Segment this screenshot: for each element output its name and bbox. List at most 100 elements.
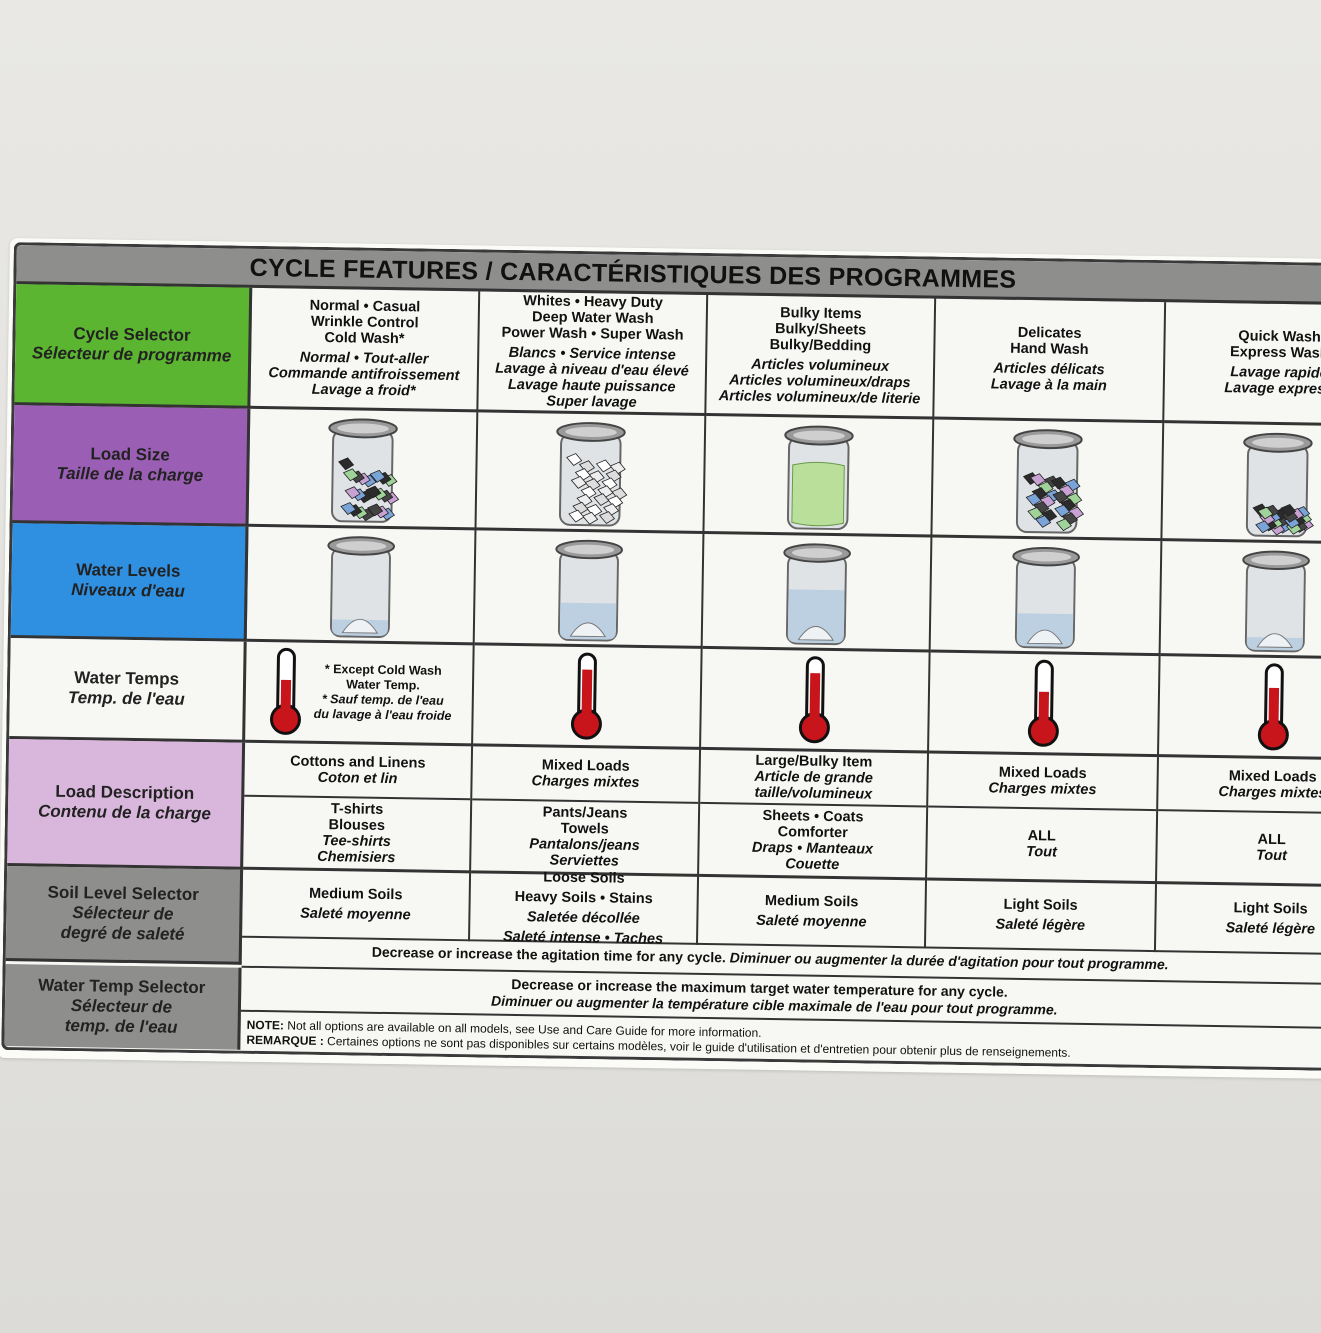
note-label: NOTE:: [246, 1017, 285, 1033]
clothing-piece: [1050, 476, 1067, 490]
clothing-piece: [1052, 490, 1069, 504]
text-line: Articles délicats: [993, 360, 1105, 379]
text-line: Saleté moyenne: [756, 912, 867, 931]
text-line: Saleté moyenne: [300, 905, 411, 924]
text-line: Loose Soils: [543, 869, 625, 887]
label-fr: Sélecteur de: [72, 903, 174, 924]
clothing-piece: [568, 509, 585, 523]
text-line: Delicates: [1017, 324, 1082, 342]
label-en: Load Description: [55, 781, 195, 803]
label-fr: degré de saleté: [60, 922, 185, 944]
text-line: Power Wash • Super Wash: [501, 324, 684, 344]
clothing-piece: [338, 457, 355, 471]
text-line: Serviettes: [549, 852, 620, 870]
temperature-fill: [809, 673, 821, 730]
temperature-fill: [280, 679, 292, 722]
load-size-cell: [932, 419, 1165, 542]
label-fr: Sélecteur de programme: [31, 343, 232, 366]
text-line: Light Soils: [1003, 896, 1078, 914]
text-line: Super lavage: [546, 393, 637, 411]
text-line: Deep Water Wash: [531, 309, 654, 328]
clothing-piece: [598, 511, 616, 524]
remarque-label: REMARQUE :: [246, 1032, 324, 1049]
bulky-load: [791, 461, 845, 527]
clothing-piece: [1029, 473, 1046, 487]
thermometer-icon: [1257, 663, 1289, 751]
clothing-piece: [593, 493, 610, 507]
temperature-fill: [1268, 687, 1280, 737]
water-level-cell: [474, 530, 705, 649]
water-temp-cell: [929, 652, 1161, 758]
text-line: Tout: [1255, 847, 1288, 865]
text-line: Lavage a froid*: [311, 381, 416, 400]
washer-tub-icon: [555, 539, 623, 642]
clothing-piece: [369, 469, 386, 483]
text-line: Charges mixtes: [988, 780, 1097, 799]
washer-tub-icon: [327, 536, 395, 638]
clothing-piece: [1257, 506, 1274, 520]
label-fr: Contenu de la charge: [37, 801, 212, 824]
agitator: [1256, 633, 1293, 648]
water-fill: [787, 589, 845, 644]
water-level-cell: [246, 526, 477, 646]
water-level-cell: [1160, 541, 1321, 660]
text-line: Saleté intense • Taches: [502, 928, 664, 948]
clothing-piece: [1280, 503, 1297, 517]
label-en: Water Temp Selector: [38, 975, 206, 998]
washer-tub-icon: [1013, 429, 1085, 534]
water-level-cell: [930, 537, 1163, 657]
clothing-piece: [1025, 493, 1042, 506]
label-en: Water Levels: [76, 560, 181, 581]
agitation-fr: Diminuer ou augmenter la durée d'agitati…: [729, 949, 1169, 973]
washer-tub-icon: [1242, 550, 1310, 653]
clothing-piece: [1255, 520, 1272, 534]
text-line: Express Wash: [1229, 344, 1321, 362]
label-en: Water Temps: [74, 668, 180, 689]
text-line: Bulky/Bedding: [769, 336, 872, 355]
temperature-fill: [581, 669, 593, 727]
label-fr: Niveaux d'eau: [71, 580, 185, 601]
text-line: Quick Wash: [1238, 328, 1321, 346]
label-fr: Sélecteur de: [70, 996, 173, 1017]
label-fr: Taille de la charge: [56, 463, 204, 485]
label-en: Soil Level Selector: [47, 882, 199, 905]
text-line: Medium Soils: [764, 892, 859, 911]
text-line: Coton et lin: [317, 769, 398, 788]
text-line: Saletée décollée: [526, 909, 640, 927]
agitator: [797, 625, 835, 641]
temperature-fill: [1038, 691, 1049, 734]
text-line: Commande antifroissement: [268, 365, 460, 385]
cycle-features-label: CYCLE FEATURES / CARACTÉRISTIQUES DES PR…: [0, 238, 1321, 1080]
washer-tub-icon: [783, 543, 851, 646]
text-line: Articles volumineux/de literie: [718, 388, 921, 408]
clothing-piece: [1055, 518, 1072, 532]
text-line: Bulky Items: [780, 305, 862, 323]
text-line: Saleté légère: [995, 916, 1086, 934]
label-fr: Temp. de l'eau: [67, 687, 185, 709]
water-temp-cell: [473, 645, 703, 750]
text-line: Wrinkle Control: [310, 313, 419, 332]
text-line: Lavage haute puissance: [507, 376, 676, 396]
